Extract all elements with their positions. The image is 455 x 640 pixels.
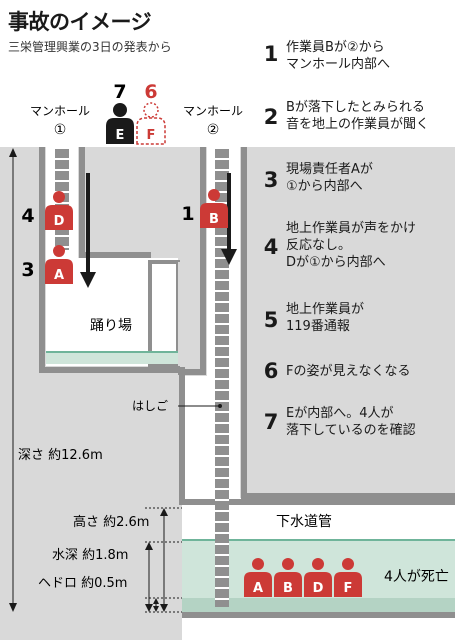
fall-arrow-shaft1 bbox=[80, 173, 96, 288]
person-b-figure: 1 B bbox=[181, 189, 228, 228]
height-dimension bbox=[160, 508, 168, 612]
depth-label: 深さ 約12.6m bbox=[18, 448, 103, 463]
page-title: 事故のイメージ bbox=[8, 10, 152, 34]
water-depth-dimension bbox=[145, 542, 153, 612]
wall-outline-shaft1 bbox=[79, 147, 151, 258]
step-6-number: 6 bbox=[263, 359, 279, 383]
landing-pillar bbox=[148, 260, 180, 368]
step-7-text: Eが内部へ。4人が 落下しているのを確認 bbox=[286, 406, 416, 438]
figure-a-step: 3 bbox=[21, 259, 34, 281]
fall-arrow-shaft2 bbox=[221, 173, 237, 265]
step-3-text: 現場責任者Aが ①から内部へ bbox=[286, 162, 373, 194]
person-f-figure: 6 F bbox=[136, 81, 166, 145]
depth-dimension bbox=[9, 148, 17, 612]
victim-f-figure: F bbox=[334, 558, 362, 597]
person-d-figure: 4 D bbox=[21, 191, 73, 230]
water-depth-label: 水深 約1.8m bbox=[52, 548, 128, 563]
figure-f-step: 6 bbox=[144, 81, 157, 103]
manhole-label-1-number: ① bbox=[54, 122, 67, 138]
sludge-layer bbox=[182, 598, 455, 612]
step-1-text: 作業員Bが②から マンホール内部へ bbox=[286, 40, 391, 72]
victim-b-letter: B bbox=[283, 581, 293, 596]
victims-label: 4人が死亡 bbox=[384, 569, 449, 585]
manhole-label-2-number: ② bbox=[207, 122, 220, 138]
landing-water bbox=[46, 352, 178, 364]
figure-f-letter: F bbox=[147, 128, 156, 143]
page-subtitle: 三栄管理興業の3日の発表から bbox=[8, 40, 172, 54]
figure-b-step: 1 bbox=[181, 203, 194, 225]
victim-d-figure: D bbox=[304, 558, 332, 597]
step-4-number: 4 bbox=[263, 235, 279, 259]
figure-b-letter: B bbox=[209, 212, 219, 227]
figure-d-letter: D bbox=[54, 214, 65, 229]
step-3-number: 3 bbox=[263, 168, 279, 192]
victim-b-figure: B bbox=[274, 558, 302, 597]
sludge-dimension bbox=[153, 598, 159, 612]
wall-outline-shaft2-right bbox=[241, 147, 455, 499]
figure-e-step: 7 bbox=[113, 81, 126, 103]
step-7-number: 7 bbox=[263, 410, 279, 434]
person-e-figure: 7 E bbox=[106, 81, 134, 144]
manhole-label-1: マンホール bbox=[30, 104, 90, 118]
landing-label: 踊り場 bbox=[90, 318, 132, 334]
figure-d-step: 4 bbox=[21, 205, 34, 227]
ladder-label: はしご bbox=[132, 398, 168, 413]
step-5-number: 5 bbox=[263, 308, 279, 332]
victim-a-letter: A bbox=[253, 581, 263, 596]
step-4-text: 地上作業員が声をかけ 反応なし。 Dが①から内部へ bbox=[286, 221, 417, 270]
figure-e-letter: E bbox=[116, 128, 125, 143]
pillar-wall bbox=[178, 262, 202, 366]
step-1-number: 1 bbox=[263, 42, 279, 66]
victim-f-letter: F bbox=[344, 581, 353, 596]
manhole-label-2: マンホール bbox=[183, 104, 243, 118]
step-6-text: Fの姿が見えなくなる bbox=[286, 364, 411, 379]
step-2-number: 2 bbox=[263, 105, 279, 129]
sludge-label: ヘドロ 約0.5m bbox=[38, 576, 127, 591]
sewer-label: 下水道管 bbox=[276, 514, 332, 530]
step-5-text: 地上作業員が 119番通報 bbox=[286, 302, 365, 334]
victim-a-figure: A bbox=[244, 558, 272, 597]
victim-d-letter: D bbox=[313, 581, 324, 596]
figure-a-letter: A bbox=[54, 268, 64, 283]
person-a-figure: 3 A bbox=[21, 245, 73, 284]
step-2-text: Bが落下したとみられる 音を地上の作業員が聞く bbox=[286, 100, 430, 132]
height-label: 高さ 約2.6m bbox=[73, 514, 149, 530]
